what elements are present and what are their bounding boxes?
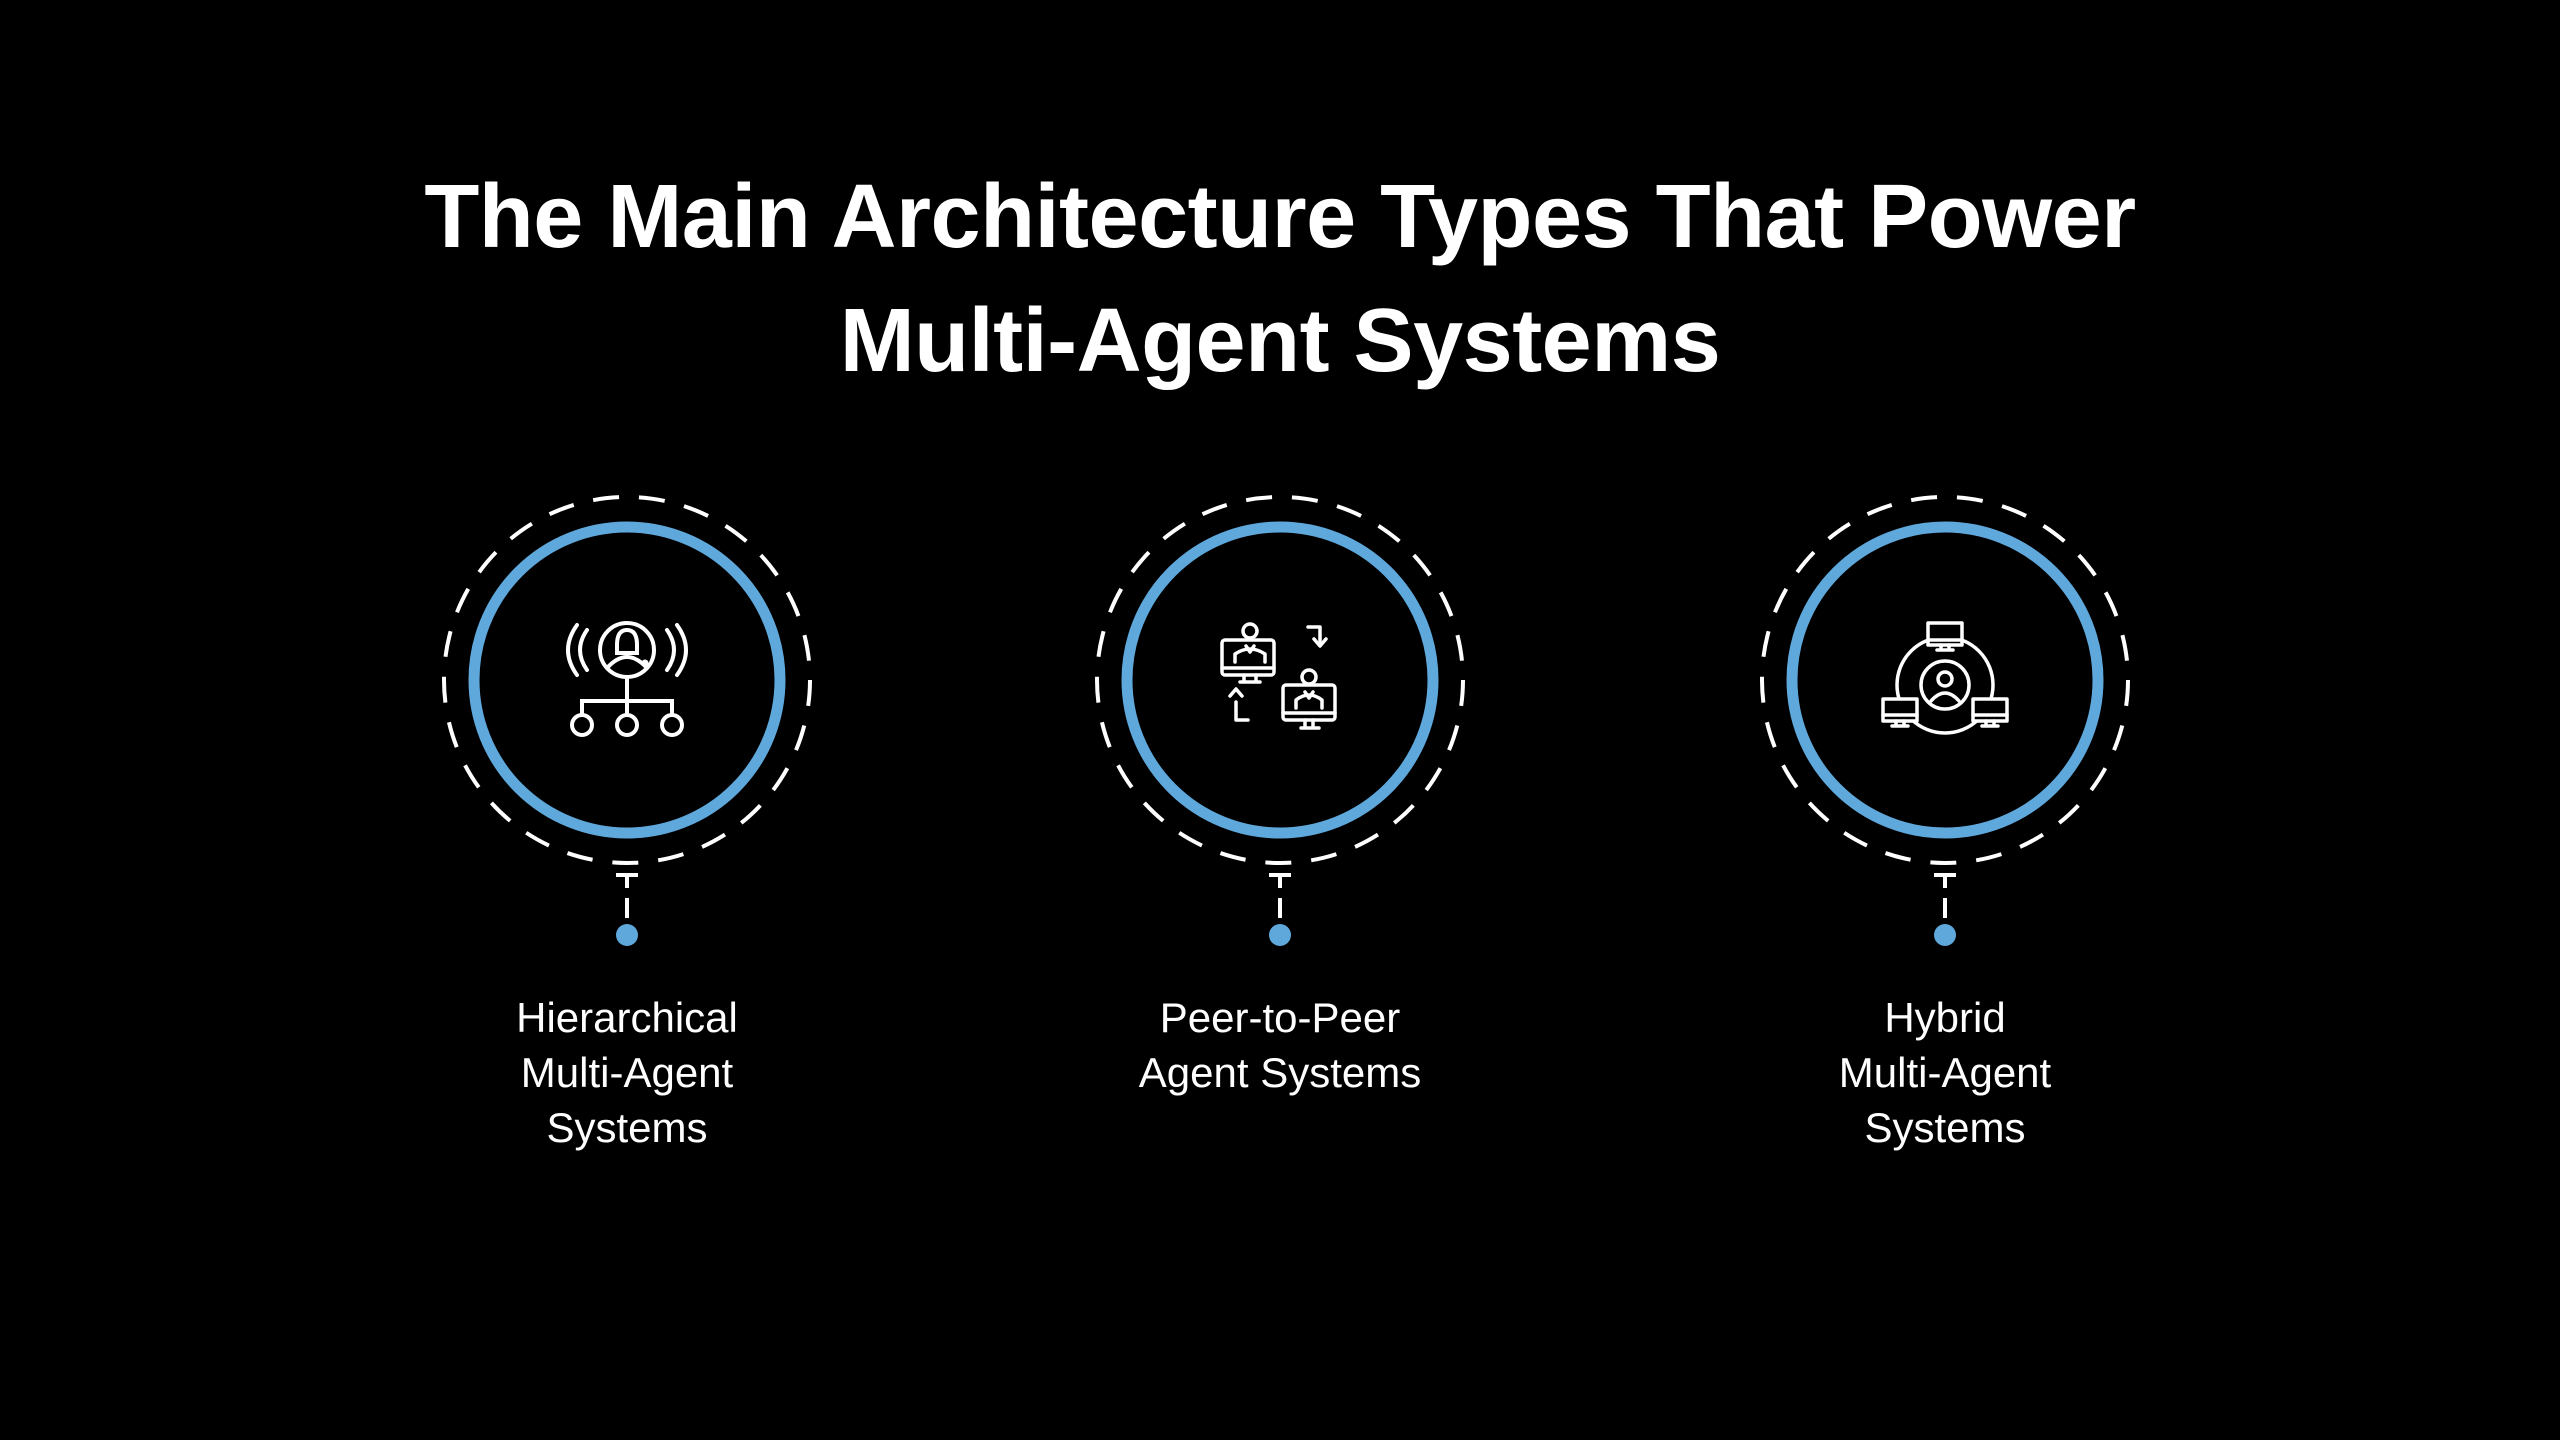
connector-dot bbox=[1269, 924, 1291, 946]
hierarchy-broadcast-icon bbox=[566, 621, 688, 737]
label-line: Hybrid bbox=[1884, 994, 2006, 1041]
connector-dot bbox=[616, 924, 638, 946]
dashed-outer-ring bbox=[442, 495, 812, 865]
node-label: Peer-to-Peer Agent Systems bbox=[1080, 990, 1480, 1100]
label-line: Hierarchical bbox=[516, 994, 738, 1041]
label-line: Multi-Agent bbox=[1838, 1049, 2052, 1096]
peer-exchange-icon bbox=[1220, 622, 1337, 730]
label-line: Multi-Agent bbox=[520, 1049, 734, 1096]
label-line: Systems bbox=[546, 1104, 708, 1151]
architecture-node-hierarchical: Hierarchical Multi-Agent Systems bbox=[427, 490, 827, 1190]
architecture-node-hybrid: Hybrid Multi-Agent Systems bbox=[1745, 490, 2145, 1190]
page-title: The Main Architecture Types That Power M… bbox=[0, 155, 2560, 403]
dashed-outer-ring bbox=[1095, 495, 1465, 865]
hybrid-network-icon bbox=[1881, 621, 2009, 735]
node-label: Hybrid Multi-Agent Systems bbox=[1745, 990, 2145, 1155]
title-line-2: Multi-Agent Systems bbox=[839, 291, 1721, 392]
node-label: Hierarchical Multi-Agent Systems bbox=[427, 990, 827, 1155]
dashed-outer-ring bbox=[1760, 495, 2130, 865]
node-ring-graphic bbox=[1760, 495, 2130, 946]
connector-dot bbox=[1934, 924, 1956, 946]
accent-ring bbox=[1786, 521, 2104, 839]
node-ring-graphic bbox=[1095, 495, 1465, 946]
architecture-node-peer-to-peer: Peer-to-Peer Agent Systems bbox=[1080, 490, 1480, 1190]
label-line: Agent Systems bbox=[1138, 1049, 1422, 1096]
accent-ring bbox=[468, 521, 786, 839]
label-line: Systems bbox=[1864, 1104, 2026, 1151]
title-line-1: The Main Architecture Types That Power bbox=[424, 167, 2136, 268]
label-line: Peer-to-Peer bbox=[1159, 994, 1401, 1041]
accent-ring bbox=[1121, 521, 1439, 839]
node-ring-graphic bbox=[442, 495, 812, 946]
